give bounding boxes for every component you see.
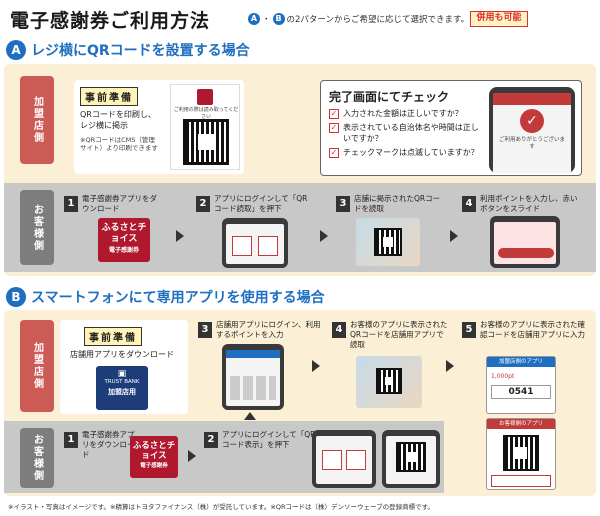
scan-photo xyxy=(356,218,420,266)
qr-code-icon xyxy=(374,228,402,256)
page-title: 電子感謝券ご利用方法 xyxy=(10,10,211,32)
furusato-app-icon: ふるさとチョイス 電子感謝券 xyxy=(98,218,150,262)
store-side-app: 加盟店側のアプリ 1,000pt 0541 xyxy=(486,356,556,414)
qr-show-button-icon xyxy=(346,450,366,470)
customer-app-label: お客様側のアプリ xyxy=(487,419,555,429)
subtitle: A ・ B の2パターンからご希望に応じて選択できます。 xyxy=(248,13,469,25)
a-letter-badge: A xyxy=(248,13,260,25)
step-number: 4 xyxy=(462,196,476,212)
arrow-right-icon xyxy=(446,360,454,372)
section-b-title: スマートフォンにて専用アプリを使用する場合 xyxy=(31,290,325,306)
prep-title: 事前準備 xyxy=(80,87,138,106)
section-a-letter: A xyxy=(6,40,26,60)
section-a-prep-card: 事前準備 QRコードを印刷し、レジ横に掲示 ※QRコードはCMS（管理サイト）よ… xyxy=(74,80,244,174)
step-text: 電子感謝券アプリをダウンロード xyxy=(82,194,157,214)
b-letter-badge: B xyxy=(272,13,285,25)
check-icon: ✓ xyxy=(329,109,339,119)
step-text: 店舗に掲示されたQRコードを読取 xyxy=(354,194,441,214)
qr-code-icon xyxy=(183,119,229,165)
section-b-customer-label: お客様側 xyxy=(20,428,54,488)
scan-photo xyxy=(356,356,422,408)
qr-stand-card: ご利用の際は読み取ってください xyxy=(170,84,240,170)
step-text: 利用ポイントを入力し、赤いボタンをスライド xyxy=(480,194,578,214)
code-input: 0541 xyxy=(491,385,551,399)
arrow-right-icon xyxy=(312,360,320,372)
qr-stand-caption: ご利用の際は読み取ってください xyxy=(173,107,239,120)
prep-text: QRコードを印刷し、レジ横に掲示 xyxy=(80,110,156,130)
store-app-label: 加盟店側のアプリ xyxy=(487,357,555,367)
check-item: ✓入力された金額は正しいですか？ xyxy=(329,109,463,119)
step-number: 1 xyxy=(64,432,78,448)
step-number: 5 xyxy=(462,322,476,338)
step-number: 1 xyxy=(64,196,78,212)
section-b-store-label: 加盟店側 xyxy=(20,320,54,412)
check-icon: ✓ xyxy=(329,148,339,159)
checkmark-icon: ✓ xyxy=(520,109,544,133)
qr-code-icon xyxy=(396,442,426,472)
step-number: 3 xyxy=(336,196,350,212)
phone-qr-display xyxy=(382,430,440,488)
step-number: 2 xyxy=(204,432,218,448)
section-a-store-label: 加盟店側 xyxy=(20,76,54,164)
step-text: お客様のアプリに表示された確認コードを店舗用アプリに入力 xyxy=(480,320,585,340)
step-number: 3 xyxy=(198,322,212,338)
qr-code-icon xyxy=(376,368,402,394)
section-a-title: レジ横にQRコードを設置する場合 xyxy=(31,43,250,59)
qr-code-icon xyxy=(503,435,539,471)
check-list: ✓入力された金額は正しいですか？ ✓表示されている自治体名や時間は正しいですか？… xyxy=(329,109,479,163)
furusato-app-icon: ふるさとチョイス 電子感謝券 xyxy=(130,436,178,478)
check-item: ✓チェックマークは点滅していますか？ xyxy=(329,148,479,159)
check-item: ✓表示されている自治体名や時間は正しいですか？ xyxy=(329,123,479,143)
section-b-prep-card: 事前準備 店舗用アプリをダウンロード ▣ TRUST BANK 加盟店用 xyxy=(60,320,188,414)
store-app-phone xyxy=(222,344,284,410)
arrow-up-icon xyxy=(244,412,256,420)
arrow-right-icon xyxy=(176,230,184,242)
furusato-mini-icon xyxy=(197,89,213,105)
arrow-right-icon xyxy=(450,230,458,242)
keypad xyxy=(230,376,276,400)
arrow-right-icon xyxy=(188,450,196,462)
section-b-letter: B xyxy=(6,287,26,307)
subtitle-text: の2パターンからご希望に応じて選択できます。 xyxy=(286,15,470,25)
prep-note: ※QRコードはCMS（管理サイト）より印刷できます xyxy=(80,136,158,153)
phone-qr-read xyxy=(222,218,288,268)
step-text: アプリにログインして「QRコード読取」を押下 xyxy=(214,194,308,214)
done-phone: ✓ ご利用ありがとうございます xyxy=(489,87,575,173)
step-text: お客様のアプリに表示されたQRコードを店舗用アプリで読取 xyxy=(350,320,448,350)
step-text: 店舗用アプリにログイン、利用するポイントを入力 xyxy=(216,320,321,340)
bank-icon: ▣ xyxy=(117,369,127,379)
section-a-heading: A レジ横にQRコードを設置する場合 xyxy=(6,40,250,60)
footer-note: ※イラスト・写真はイメージです。※精算はトヨタファイナンス（株）が受託しています… xyxy=(8,503,434,511)
step-number: 2 xyxy=(196,196,210,212)
check-title: 完了画面にてチェック xyxy=(329,90,450,104)
check-icon: ✓ xyxy=(329,123,339,134)
done-message: ご利用ありがとうございます xyxy=(498,137,565,151)
section-b-heading: B スマートフォンにて専用アプリを使用する場合 xyxy=(6,287,325,307)
step-number: 4 xyxy=(332,322,346,338)
combined-use-badge: 併用も可能 xyxy=(470,11,528,27)
check-card: 完了画面にてチェック ✓入力された金額は正しいですか？ ✓表示されている自治体名… xyxy=(320,80,582,176)
phone-slide xyxy=(490,216,560,268)
prep-text: 店舗用アプリをダウンロード xyxy=(70,350,174,359)
confirm-code-box xyxy=(491,475,551,487)
step-text: 電子感謝券アプリをダウンロード xyxy=(82,430,135,460)
customer-side-app: お客様側のアプリ xyxy=(486,418,556,490)
qr-read-button-icon xyxy=(322,450,342,470)
qr-show-button-icon xyxy=(258,236,278,256)
slide-button xyxy=(498,248,554,258)
done-phone-screen: ✓ ご利用ありがとうございます xyxy=(493,93,571,173)
step-text: アプリにログインして「QRコード表示」を押下 xyxy=(222,430,316,450)
arrow-right-icon xyxy=(320,230,328,242)
done-phone-header xyxy=(493,93,571,105)
section-a-customer-label: お客様側 xyxy=(20,190,54,265)
points-value: 1,000pt xyxy=(491,373,515,380)
qr-read-button-icon xyxy=(232,236,252,256)
trust-bank-app-icon: ▣ TRUST BANK 加盟店用 xyxy=(96,366,148,410)
phone-qr-show xyxy=(312,430,376,488)
prep-title: 事前準備 xyxy=(84,327,142,346)
